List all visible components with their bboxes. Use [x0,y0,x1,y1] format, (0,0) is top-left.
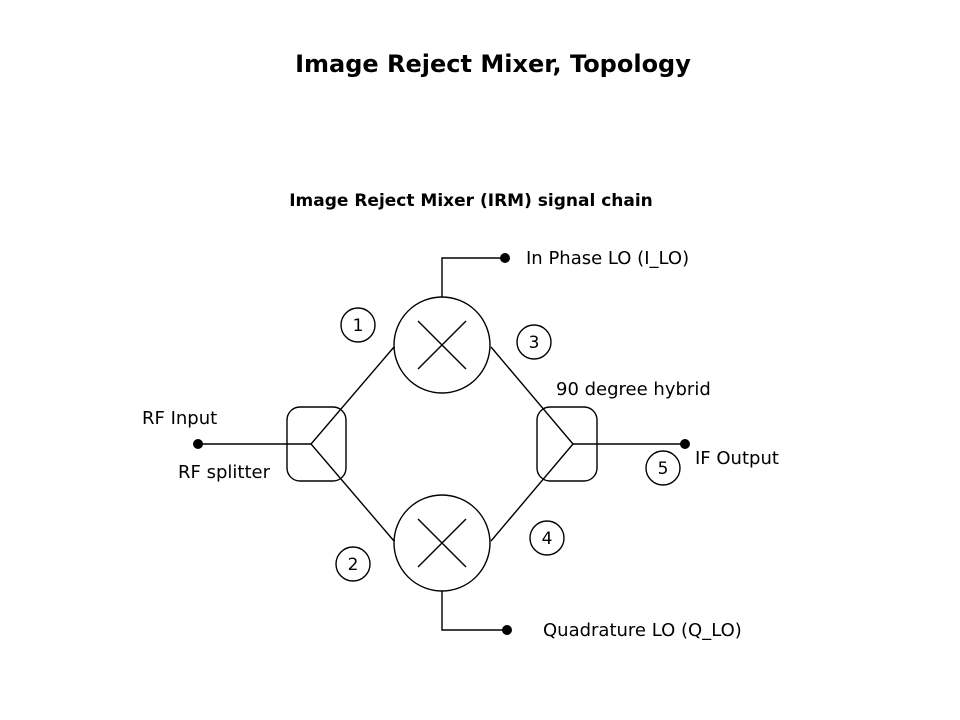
node-label: 4 [542,529,553,549]
hybrid-branches [490,346,574,542]
rf-input-terminal [193,439,203,449]
node-marker-5: 5 [645,450,681,486]
node-marker-1: 1 [340,307,376,343]
rf-input-label: RF Input [142,408,217,429]
diagram-subtitle: Image Reject Mixer (IRM) signal chain [289,191,653,211]
splitter-branches [310,346,395,542]
if-output-label: IF Output [695,448,779,469]
mixer-x-icon-stroke [417,320,467,370]
node-label: 2 [348,555,359,575]
rf-splitter-block [286,406,347,482]
node-marker-2: 2 [335,546,371,582]
i-lo-wire [441,257,505,297]
i-lo-label: In Phase LO (I_LO) [526,248,689,269]
node-label: 1 [353,316,364,336]
hybrid-label: 90 degree hybrid [556,379,711,400]
node-marker-4: 4 [529,520,565,556]
mixer-x-icon-stroke [417,518,467,568]
i-lo-terminal [500,253,510,263]
q-lo-wire [441,591,507,631]
node-label: 5 [658,459,669,479]
page-title: Image Reject Mixer, Topology [295,50,691,78]
q-lo-terminal [502,625,512,635]
q-lo-label: Quadrature LO (Q_LO) [543,620,742,641]
if-output-terminal [680,439,690,449]
rf-splitter-label: RF splitter [178,462,271,483]
node-label: 3 [529,333,540,353]
node-marker-3: 3 [516,324,552,360]
